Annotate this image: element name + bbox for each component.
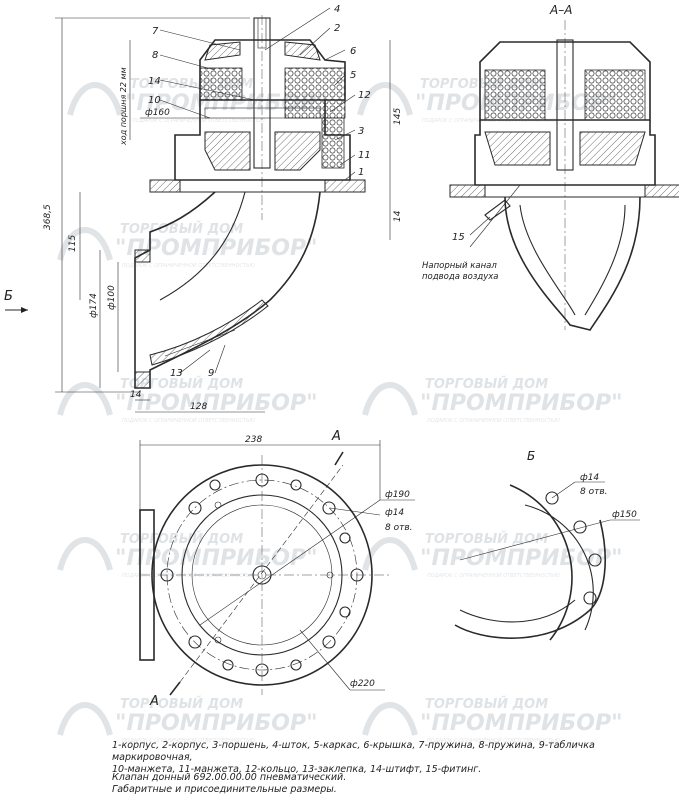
svg-text:3: 3 xyxy=(358,126,364,137)
svg-text:13: 13 xyxy=(170,368,183,379)
svg-text:ТОРГОВЫЙ ДОМ: ТОРГОВЫЙ ДОМ xyxy=(425,531,548,547)
svg-text:5: 5 xyxy=(350,70,356,81)
svg-text:ПОДАРОК С ОГРАНИЧЕННОЙ ОТВЕТСТ: ПОДАРОК С ОГРАНИЧЕННОЙ ОТВЕТСТВЕННОСТЬЮ xyxy=(427,737,560,744)
svg-text:2: 2 xyxy=(334,23,340,34)
svg-text:1: 1 xyxy=(358,167,364,178)
svg-text:подвода воздуха: подвода воздуха xyxy=(422,272,499,282)
svg-text:14: 14 xyxy=(148,76,161,87)
svg-text:4: 4 xyxy=(334,4,340,15)
svg-text:128: 128 xyxy=(190,402,207,412)
svg-text:15: 15 xyxy=(452,232,465,243)
flange-holes xyxy=(160,473,364,677)
svg-text:11: 11 xyxy=(358,150,371,161)
svg-text:ф14: ф14 xyxy=(385,508,404,518)
watermark-4: ТОРГОВЫЙ ДОМ "ПРОМПРИБОР" ПОДАРОК С ОГРА… xyxy=(57,376,318,424)
svg-text:ПОДАРОК С ОГРАНИЧЕННОЙ ОТВЕТСТ: ПОДАРОК С ОГРАНИЧЕННОЙ ОТВЕТСТВЕННОСТЬЮ xyxy=(122,262,255,269)
svg-text:ПОДАРОК С ОГРАНИЧЕННОЙ ОТВЕТСТ: ПОДАРОК С ОГРАНИЧЕННОЙ ОТВЕТСТВЕННОСТЬЮ xyxy=(122,572,255,579)
caption-line-2: Габаритные и присоединительные размеры. xyxy=(112,784,337,795)
svg-text:А: А xyxy=(331,429,341,444)
svg-text:7: 7 xyxy=(152,26,159,37)
svg-text:Напорный канал: Напорный канал xyxy=(422,261,497,271)
view-b-arrow: Б xyxy=(4,289,28,313)
svg-text:368,5: 368,5 xyxy=(43,204,53,230)
drawing-caption: Клапан донный 692.00.00.00 пневматически… xyxy=(112,772,632,796)
svg-text:"ПРОМПРИБОР": "ПРОМПРИБОР" xyxy=(420,546,623,571)
svg-text:"ПРОМПРИБОР": "ПРОМПРИБОР" xyxy=(115,711,318,736)
watermark-9: ТОРГОВЫЙ ДОМ "ПРОМПРИБОР" ПОДАРОК С ОГРА… xyxy=(362,696,623,744)
svg-text:ТОРГОВЫЙ ДОМ: ТОРГОВЫЙ ДОМ xyxy=(120,531,243,547)
svg-text:6: 6 xyxy=(350,46,356,57)
svg-text:115: 115 xyxy=(68,235,78,252)
legend-line-2: 10-манжета, 11-манжета, 12-кольцо, 13-за… xyxy=(112,764,482,775)
svg-text:"ПРОМПРИБОР": "ПРОМПРИБОР" xyxy=(420,391,623,416)
svg-text:ПОДАРОК С ОГРАНИЧЕННОЙ ОТВЕТСТ: ПОДАРОК С ОГРАНИЧЕННОЙ ОТВЕТСТВЕННОСТЬЮ xyxy=(427,572,560,579)
svg-text:14: 14 xyxy=(130,390,142,400)
caption-line-1: Клапан донный 692.00.00.00 пневматически… xyxy=(112,772,347,783)
legend-line-1: 1-корпус, 2-корпус, 3-поршень, 4-шток, 5… xyxy=(112,740,595,763)
svg-text:ф14: ф14 xyxy=(580,473,599,483)
svg-text:9: 9 xyxy=(208,368,214,379)
svg-text:Б: Б xyxy=(4,289,13,304)
main-dimensions: 368,5 ход поршня 22 мм ф160 145 14 115 ф… xyxy=(43,17,403,413)
svg-text:ТОРГОВЫЙ ДОМ: ТОРГОВЫЙ ДОМ xyxy=(120,696,243,712)
svg-text:ф160: ф160 xyxy=(145,108,170,118)
svg-text:ф150: ф150 xyxy=(612,510,637,520)
watermark-7: ТОРГОВЫЙ ДОМ "ПРОМПРИБОР" ПОДАРОК С ОГРА… xyxy=(362,531,623,579)
main-callouts: 7 8 14 10 4 2 6 5 12 3 11 1 13 9 xyxy=(148,4,371,379)
svg-text:"ПРОМПРИБОР": "ПРОМПРИБОР" xyxy=(420,711,623,736)
svg-text:8 отв.: 8 отв. xyxy=(385,523,413,533)
svg-text:ТОРГОВЫЙ ДОМ: ТОРГОВЫЙ ДОМ xyxy=(425,376,548,392)
svg-text:ТОРГОВЫЙ ДОМ: ТОРГОВЫЙ ДОМ xyxy=(120,221,243,237)
svg-text:8: 8 xyxy=(152,50,158,61)
parts-legend: 1-корпус, 2-корпус, 3-поршень, 4-шток, 5… xyxy=(112,740,632,776)
svg-text:А–А: А–А xyxy=(549,3,572,17)
svg-text:ф220: ф220 xyxy=(350,679,375,689)
svg-text:Б: Б xyxy=(527,449,535,463)
watermark-group: ТОРГОВЫЙ ДОМ "ПРОМПРИБОР" ПОДАРОК С ОГРА… xyxy=(57,76,623,744)
svg-text:ПОДАРОК С ОГРАНИЧЕННОЙ ОТВЕТСТ: ПОДАРОК С ОГРАНИЧЕННОЙ ОТВЕТСТВЕННОСТЬЮ xyxy=(122,737,255,744)
svg-text:ф174: ф174 xyxy=(89,293,99,318)
svg-text:14: 14 xyxy=(393,210,403,222)
watermark-5: ТОРГОВЫЙ ДОМ "ПРОМПРИБОР" ПОДАРОК С ОГРА… xyxy=(362,376,623,424)
main-section-view: 7 8 14 10 4 2 6 5 12 3 11 1 13 9 368,5 х… xyxy=(4,4,403,413)
svg-text:ПОДАРОК С ОГРАНИЧЕННОЙ ОТВЕТСТ: ПОДАРОК С ОГРАНИЧЕННОЙ ОТВЕТСТВЕННОСТЬЮ xyxy=(427,417,560,424)
section-a-a-view: А–А 15 Напорный канал подвода воздуха xyxy=(422,3,679,331)
svg-text:ТОРГОВЫЙ ДОМ: ТОРГОВЫЙ ДОМ xyxy=(425,696,548,712)
svg-text:ПОДАРОК С ОГРАНИЧЕННОЙ ОТВЕТСТ: ПОДАРОК С ОГРАНИЧЕННОЙ ОТВЕТСТВЕННОСТЬЮ xyxy=(132,117,265,124)
svg-text:"ПРОМПРИБОР": "ПРОМПРИБОР" xyxy=(115,546,318,571)
svg-text:12: 12 xyxy=(358,90,371,101)
svg-text:145: 145 xyxy=(393,108,403,125)
svg-text:ф190: ф190 xyxy=(385,490,410,500)
watermark-6: ТОРГОВЫЙ ДОМ "ПРОМПРИБОР" ПОДАРОК С ОГРА… xyxy=(57,531,318,579)
view-b-detail: Б ф14 8 отв. ф150 xyxy=(454,449,640,641)
watermark-8: ТОРГОВЫЙ ДОМ "ПРОМПРИБОР" ПОДАРОК С ОГРА… xyxy=(57,696,318,744)
svg-text:238: 238 xyxy=(245,435,262,445)
watermark-3: ТОРГОВЫЙ ДОМ "ПРОМПРИБОР" ПОДАРОК С ОГРА… xyxy=(57,221,318,269)
plan-view: 238 А xyxy=(139,429,415,709)
svg-text:ф100: ф100 xyxy=(107,285,117,310)
svg-text:8 отв.: 8 отв. xyxy=(580,487,608,497)
svg-text:ход поршня 22 мм: ход поршня 22 мм xyxy=(119,67,128,146)
svg-text:10: 10 xyxy=(148,95,161,106)
svg-text:А: А xyxy=(149,694,159,709)
svg-text:ПОДАРОК С ОГРАНИЧЕННОЙ ОТВЕТСТ: ПОДАРОК С ОГРАНИЧЕННОЙ ОТВЕТСТВЕННОСТЬЮ xyxy=(122,417,255,424)
